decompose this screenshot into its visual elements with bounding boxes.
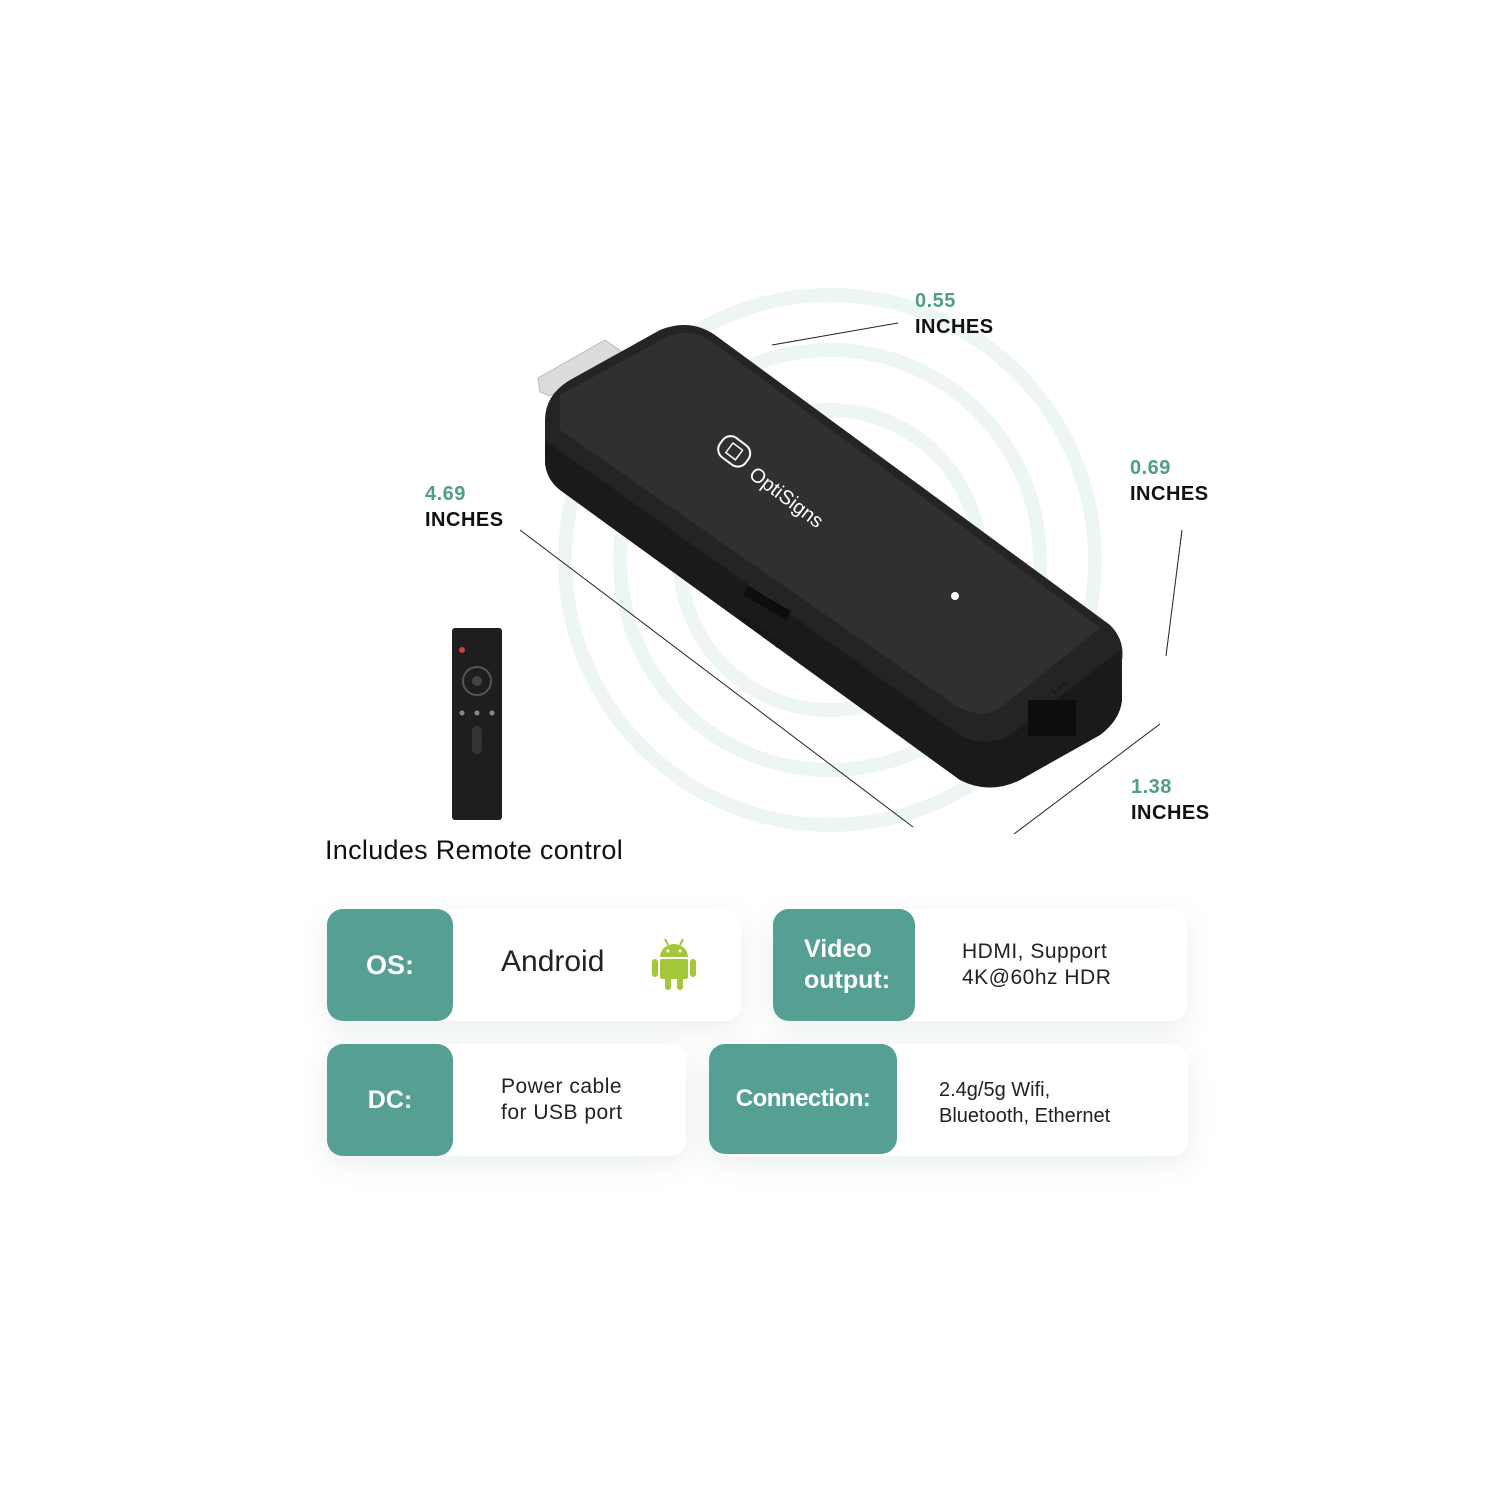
- streaming-stick: [545, 325, 1123, 788]
- dc-label: DC:: [327, 1044, 453, 1156]
- video-label-line1: Video: [804, 935, 872, 963]
- spec-card-dc: DC: Power cable for USB port: [327, 1044, 686, 1156]
- video-label: Video output:: [773, 909, 915, 1021]
- remote-caption: Includes Remote control: [325, 835, 624, 865]
- height-dimension: 0.69 INCHES: [1130, 455, 1209, 507]
- remote-control: [452, 628, 502, 820]
- width-value: 1.38: [1131, 776, 1172, 798]
- length-unit: INCHES: [425, 509, 504, 531]
- connection-label: Connection:: [709, 1044, 897, 1154]
- dc-value: Power cable for USB port: [501, 1074, 623, 1126]
- optisigns-logo-icon: [717, 435, 752, 468]
- height-value: 0.69: [1130, 457, 1171, 479]
- dimension-lines: [519, 322, 1183, 835]
- length-value: 4.69: [425, 483, 466, 505]
- status-led: [951, 592, 959, 600]
- width-dimension: 1.38 INCHES: [1131, 774, 1210, 826]
- video-label-line2: output:: [804, 966, 891, 994]
- os-label: OS:: [327, 909, 453, 1021]
- spec-card-video: Video output: HDMI, Support 4K@60hz HDR: [773, 909, 1187, 1021]
- connection-value-line1: 2.4g/5g Wifi,: [939, 1079, 1051, 1101]
- connection-value: 2.4g/5g Wifi, Bluetooth, Ethernet: [939, 1077, 1110, 1129]
- sd-slot: [742, 586, 792, 620]
- spec-card-connection: Connection: 2.4g/5g Wifi, Bluetooth, Eth…: [709, 1044, 1188, 1156]
- video-value-line1: HDMI, Support: [962, 940, 1108, 963]
- android-icon: [652, 938, 696, 990]
- video-value: HDMI, Support 4K@60hz HDR: [962, 939, 1111, 991]
- video-value-line2: 4K@60hz HDR: [962, 966, 1112, 989]
- dc-value-line2: for USB port: [501, 1101, 623, 1124]
- connection-value-line2: Bluetooth, Ethernet: [939, 1105, 1111, 1127]
- depth-dimension: 0.55 INCHES: [915, 288, 994, 340]
- os-value: Android: [501, 945, 605, 978]
- dc-value-line1: Power cable: [501, 1075, 623, 1098]
- depth-value: 0.55: [915, 290, 956, 312]
- height-unit: INCHES: [1130, 483, 1209, 505]
- lan-port: [1028, 700, 1076, 736]
- spec-card-os: OS: Android: [327, 909, 741, 1021]
- length-dimension: 4.69 INCHES: [425, 481, 504, 533]
- depth-unit: INCHES: [915, 316, 994, 338]
- width-unit: INCHES: [1131, 802, 1210, 824]
